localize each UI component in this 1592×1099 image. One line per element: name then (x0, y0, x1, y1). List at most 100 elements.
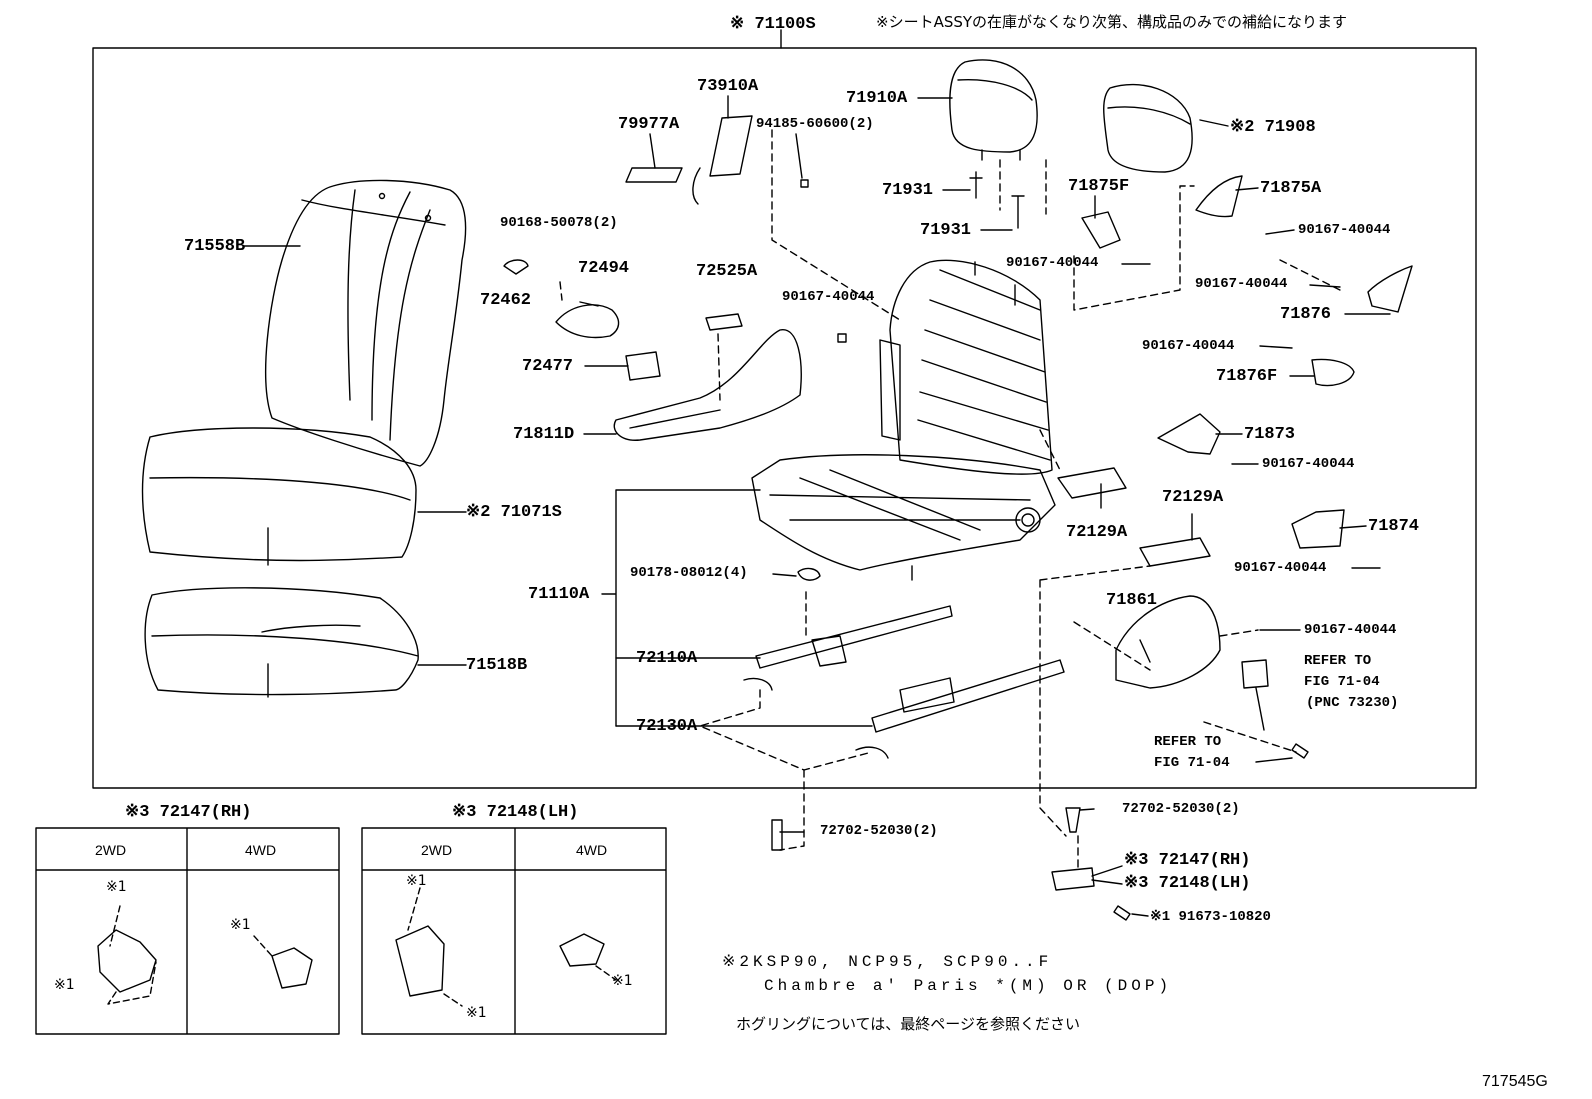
part-90168-50078[interactable]: 90168-50078(2) (500, 215, 618, 231)
part-71931-a[interactable]: 71931 (882, 181, 934, 200)
table-2-col-2wd: 2WD (421, 842, 453, 858)
table-1-mark-b: ※1 (54, 977, 75, 993)
table-brackets (97, 887, 617, 1007)
note-models: ※2KSP90, NCP95, SCP90..F (722, 953, 1053, 971)
part-72494[interactable]: 72494 (578, 259, 630, 278)
part-71861[interactable]: 71861 (1106, 591, 1158, 610)
part-71876F[interactable]: 71876F (1216, 367, 1278, 386)
part-90178-08012[interactable]: 90178-08012(4) (630, 565, 748, 581)
table-2-mark-c: ※1 (612, 973, 633, 989)
main-frame (92, 47, 1477, 789)
part-73910A[interactable]: 73910A (697, 77, 759, 96)
emblem-79977A (625, 167, 683, 183)
refer-fig-2-line1[interactable]: REFER TO (1154, 734, 1222, 750)
table-2-col-4wd: 4WD (576, 842, 608, 858)
nut-90178 (797, 567, 821, 581)
part-71908[interactable]: ※2 71908 (1230, 118, 1316, 137)
table-1-col-2wd: 2WD (95, 842, 127, 858)
part-71910A[interactable]: 71910A (846, 89, 908, 108)
part-72462[interactable]: 72462 (480, 291, 532, 310)
cover-72477 (625, 351, 661, 381)
cover-71876F (1311, 358, 1355, 387)
part-71875A[interactable]: 71875A (1260, 179, 1322, 198)
part-72148-lh[interactable]: ※3 72148(LH) (1124, 874, 1251, 893)
part-71811D[interactable]: 71811D (513, 425, 575, 444)
refer-fig-2-line2[interactable]: FIG 71-04 (1154, 755, 1230, 771)
seat-back-cover (265, 179, 467, 467)
part-71558B[interactable]: 71558B (184, 237, 246, 256)
part-72702-52030-a[interactable]: 72702-52030(2) (820, 823, 938, 839)
clip-94185 (800, 179, 809, 188)
table-72147 (35, 827, 340, 1035)
bolt-72702-a (771, 819, 783, 851)
part-90167-40044-b[interactable]: 90167-40044 (1006, 255, 1099, 271)
table-2-mark-a: ※1 (406, 873, 427, 889)
bracket-72147 (1051, 867, 1095, 891)
table-1-col-4wd: 4WD (245, 842, 277, 858)
part-71071S[interactable]: ※2 71071S (466, 503, 562, 522)
knob-72462 (503, 259, 529, 275)
part-79977A[interactable]: 79977A (618, 115, 680, 134)
part-72130A[interactable]: 72130A (636, 717, 698, 736)
part-72147-rh[interactable]: ※3 72147(RH) (1124, 851, 1251, 870)
part-90167-40044-e[interactable]: 90167-40044 (1142, 338, 1235, 354)
guide-71931-a (969, 171, 983, 199)
part-90167-40044-f[interactable]: 90167-40044 (1262, 456, 1355, 472)
table-2-title[interactable]: ※3 72148(LH) (452, 803, 579, 822)
cover-71876 (1367, 265, 1413, 313)
dashed-lines (559, 129, 1341, 871)
seat-track-72110A (743, 605, 953, 691)
assy-part-number: ※ 71100S (730, 15, 816, 34)
part-90167-40044-g[interactable]: 90167-40044 (1234, 560, 1327, 576)
part-72477[interactable]: 72477 (522, 357, 574, 376)
seat-cushion-pad (144, 587, 419, 698)
part-90167-40044-h[interactable]: 90167-40044 (1304, 622, 1397, 638)
switch-73910A (692, 115, 753, 205)
belt-buckle (1241, 659, 1269, 731)
note-option: Chambre a' Paris *(M) OR (DOP) (764, 977, 1173, 995)
assy-supply-note: ※シートASSYの在庫がなくなり次第、構成品のみでの補給になります (876, 13, 1348, 31)
leader-lines (243, 95, 1391, 917)
part-71874[interactable]: 71874 (1368, 517, 1420, 536)
part-72702-52030-b[interactable]: 72702-52030(2) (1122, 801, 1240, 817)
part-71110A[interactable]: 71110A (528, 585, 590, 604)
seat-track-72130A (855, 659, 1065, 759)
part-71876[interactable]: 71876 (1280, 305, 1332, 324)
table-1-mark-a: ※1 (106, 879, 127, 895)
part-72525A[interactable]: 72525A (696, 262, 758, 281)
table-2-mark-b: ※1 (466, 1005, 487, 1021)
part-90167-40044-c[interactable]: 90167-40044 (1298, 222, 1391, 238)
lever-72494 (555, 304, 620, 339)
table-1-mark-c: ※1 (230, 917, 251, 933)
note-hog-ring: ホグリングについては、最終ページを参照ください (736, 1015, 1080, 1033)
part-71518B[interactable]: 71518B (466, 656, 528, 675)
part-94185-60600[interactable]: 94185-60600(2) (756, 116, 874, 132)
refer-fig-1-line1[interactable]: REFER TO (1304, 653, 1372, 669)
refer-fig-1-line2[interactable]: FIG 71-04 (1304, 674, 1380, 690)
cover-72129A-a (1057, 467, 1127, 499)
part-71931-b[interactable]: 71931 (920, 221, 972, 240)
seat-cushion-cover (141, 427, 417, 566)
bolt-72702-b (1065, 807, 1081, 833)
cover-72525A (705, 313, 743, 331)
table-1-title[interactable]: ※3 72147(RH) (125, 803, 252, 822)
part-90167-40044-d[interactable]: 90167-40044 (1195, 276, 1288, 292)
part-91673-10820[interactable]: ※1 91673-10820 (1150, 909, 1271, 925)
part-71873[interactable]: 71873 (1244, 425, 1296, 444)
cover-71875A (1195, 175, 1243, 218)
refer-fig-1-line3: (PNC 73230) (1306, 695, 1399, 711)
part-72110A[interactable]: 72110A (636, 649, 698, 668)
part-90167-40044-a[interactable]: 90167-40044 (782, 289, 875, 305)
bolt-belt (1291, 743, 1309, 759)
bolt-91673 (1113, 905, 1131, 921)
part-72129A-a[interactable]: 72129A (1066, 523, 1128, 542)
side-shield-71811D (613, 329, 802, 441)
part-72129A-b[interactable]: 72129A (1162, 488, 1224, 507)
part-71875F[interactable]: 71875F (1068, 177, 1130, 196)
lever-71873 (1157, 413, 1221, 455)
seat-frame (751, 259, 1056, 581)
figure-id: 717545G (1482, 1073, 1548, 1090)
bracket-71874 (1291, 509, 1345, 549)
headrest-71910A (949, 59, 1038, 161)
